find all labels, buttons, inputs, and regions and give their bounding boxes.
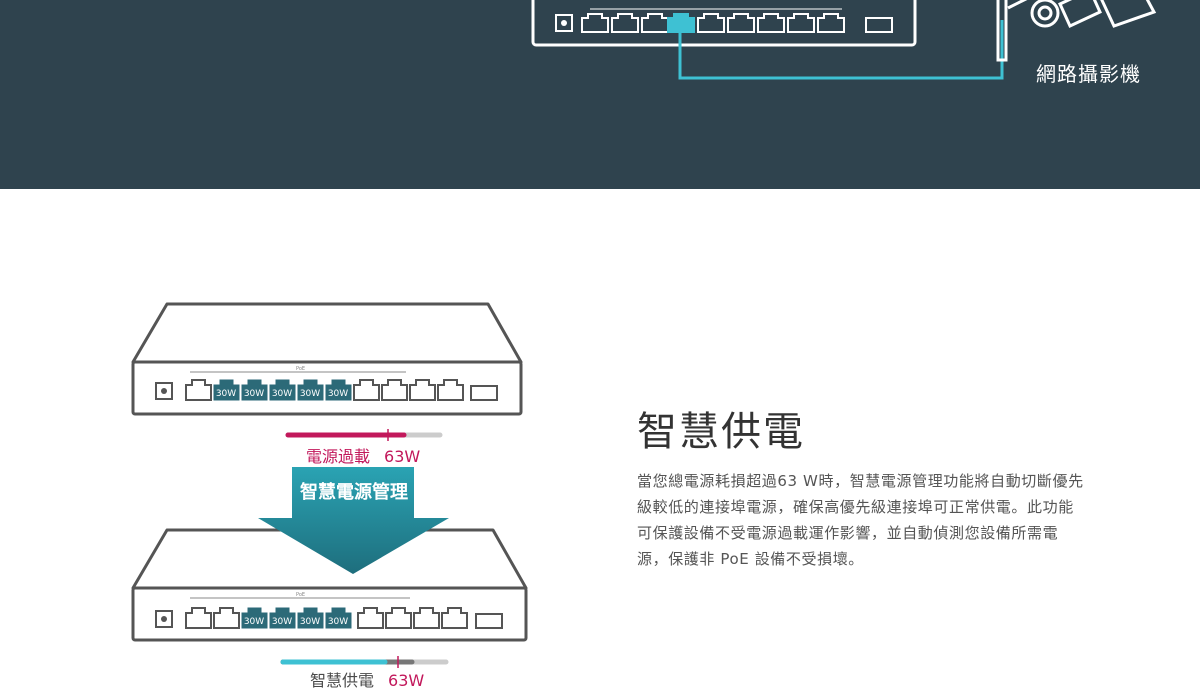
- banner-ports: [581, 13, 893, 33]
- port-label: 30W: [272, 389, 292, 399]
- banner-switch-icon: [531, 0, 917, 47]
- smart-power-management-label: 智慧電源管理: [300, 482, 408, 503]
- port-label: 30W: [328, 617, 348, 627]
- overload-status: 電源過載 63W: [306, 443, 420, 467]
- port-label: 30W: [216, 389, 236, 399]
- smart-power-status: 智慧供電 63W: [310, 667, 424, 691]
- port-label: 30W: [272, 617, 292, 627]
- smart-power-label: 智慧供電: [310, 671, 375, 690]
- smart-power-watts: 63W: [388, 671, 425, 690]
- port-label: 30W: [244, 617, 264, 627]
- switch-bottom-icon: 30W 30W 30W 30W PoE: [131, 528, 528, 642]
- port-label: 30W: [300, 389, 320, 399]
- poe-label: PoE: [296, 592, 305, 598]
- smart-power-bar: [280, 656, 449, 668]
- overload-power-bar: [285, 429, 443, 441]
- top-banner: 網路攝影機: [0, 0, 1200, 189]
- feature-description: 當您總電源耗損超過63 W時，智慧電源管理功能將自動切斷優先級較低的連接埠電源，…: [637, 472, 1084, 568]
- feature-title: 智慧供電: [637, 409, 805, 455]
- poe-label: PoE: [296, 366, 305, 372]
- down-arrow-icon: [258, 467, 449, 574]
- port-label: 30W: [300, 617, 320, 627]
- smart-power-diagram: 30W 30W 30W 30W 30W PoE: [131, 302, 528, 668]
- port-label: 30W: [328, 389, 348, 399]
- overload-label: 電源過載: [306, 447, 371, 466]
- camera-icon: [996, 0, 1157, 62]
- camera-label: 網路攝影機: [1036, 62, 1141, 86]
- overload-watts: 63W: [384, 447, 421, 466]
- banner-diagram: [531, 0, 1157, 80]
- cable-line: [678, 20, 1004, 80]
- port-label: 30W: [244, 389, 264, 399]
- switch-top-icon: 30W 30W 30W 30W 30W PoE: [131, 302, 523, 416]
